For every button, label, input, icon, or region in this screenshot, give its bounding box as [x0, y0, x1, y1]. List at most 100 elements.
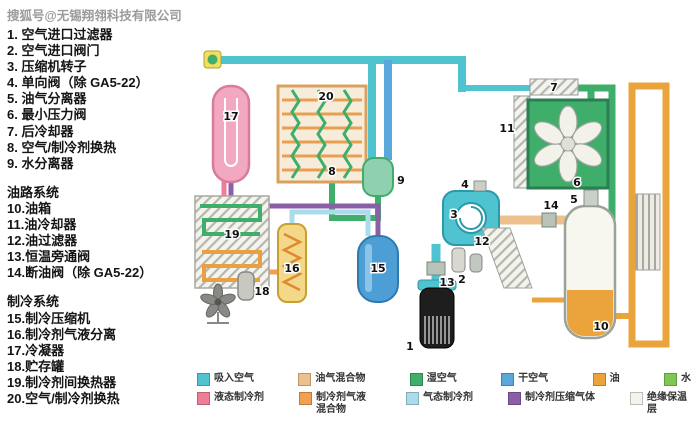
- legend-label: 干空气: [518, 373, 549, 384]
- component-numbers: 1 2 3 4 5 6 7 8 9 10 11 12 13 14 15 16 1…: [222, 80, 611, 355]
- legend-label: 制冷剂压缩气体: [525, 392, 595, 403]
- label-18: 18: [254, 285, 269, 298]
- parts-item-2: 2. 空气进口阀门: [7, 43, 100, 59]
- pipe-suction-air: [204, 56, 466, 92]
- legend-item: 绝缘保温层: [630, 392, 691, 416]
- legend-item: 水: [663, 373, 691, 386]
- parts-item-1: 1. 空气进口过滤器: [7, 27, 113, 42]
- watermark: 搜狐号@无锡翔翎科技有限公司: [7, 9, 182, 23]
- insulated-cooler: [481, 227, 533, 289]
- legend-item: 油气混合物: [298, 373, 365, 386]
- parts-item-12: 12.油过滤器: [7, 233, 78, 249]
- label-9: 9: [397, 174, 405, 187]
- hx-coils: [290, 89, 353, 179]
- parts-item-17: 17.冷凝器: [7, 342, 65, 358]
- water-separator: [362, 157, 394, 197]
- parts-item-13: 13.恒温旁通阀: [7, 249, 91, 265]
- refrigerant-separator: [277, 223, 307, 303]
- check-valve: [473, 180, 487, 192]
- oil-filter: [451, 247, 466, 273]
- label-20: 20: [318, 90, 334, 103]
- label-1: 1: [406, 340, 414, 353]
- label-12: 12: [474, 235, 489, 248]
- legend-swatch-oil-air-mixture: [298, 373, 312, 386]
- legend-swatch-oil: [592, 373, 606, 386]
- legend-row-1: 吸入空气 油气混合物 湿空气 干空气 油 水: [197, 373, 691, 386]
- parts-item-8: 8. 空气/制冷剂换热: [7, 139, 117, 155]
- label-14: 14: [543, 199, 559, 212]
- pipe-refrigerant-compressed: [228, 180, 381, 236]
- legend-swatch-suction-air: [197, 373, 210, 386]
- air-inlet-filter: [417, 279, 457, 349]
- condenser: [211, 84, 251, 184]
- parts-item-7: 7. 后冷却器: [7, 123, 74, 139]
- minimum-pressure-valve: [583, 189, 599, 207]
- legend-label: 制冷剂气液混合物: [316, 392, 366, 415]
- legend-label: 绝缘保温层: [647, 392, 687, 415]
- legend-item: 液态制冷剂: [197, 392, 264, 405]
- legend-item: 油: [592, 373, 620, 386]
- condenser-fan-icon: [200, 283, 236, 324]
- inlet-valve: [426, 261, 446, 276]
- legend: 吸入空气 油气混合物 湿空气 干空气 油 水 液态制冷剂 制冷剂气: [197, 373, 691, 416]
- legend-label: 油: [609, 373, 620, 384]
- legend-item: 吸入空气: [197, 373, 254, 386]
- label-19: 19: [224, 228, 239, 241]
- legend-label: 液态制冷剂: [214, 392, 264, 403]
- parts-item-14: 14.断油阀（除 GA5-22）: [7, 265, 153, 281]
- label-13: 13: [439, 276, 454, 289]
- parts-item-11: 11.油冷却器: [7, 217, 77, 233]
- outlet-valve-icon: [203, 50, 222, 69]
- parts-list: 搜狐号@无锡翔翎科技有限公司 1. 空气进口过滤器 2. 空气进口阀门 3. 压…: [7, 5, 189, 407]
- legend-swatch-dry-air: [501, 373, 515, 386]
- schematic-diagram: 1 2 3 4 5 6 7 8 9 10 11 12 13 14 15 16 1…: [180, 48, 695, 375]
- label-2: 2: [458, 273, 466, 286]
- oil-stop-valve: [541, 212, 557, 228]
- label-5: 5: [570, 193, 578, 206]
- pipe-oil-frame: [628, 82, 670, 348]
- parts-item-5: 5. 油气分离器: [7, 91, 87, 107]
- legend-swatch-wet-air: [409, 373, 423, 386]
- oil-system-title: 油路系统: [7, 184, 60, 200]
- label-15: 15: [370, 262, 385, 275]
- legend-label: 水: [680, 373, 691, 384]
- legend-label: 油气混合物: [315, 373, 366, 384]
- legend-item: 干空气: [501, 373, 548, 386]
- parts-item-10: 10.油箱: [7, 200, 52, 216]
- insulation-layer: [635, 193, 661, 271]
- parts-item-4: 4. 单向阀（除 GA5-22）: [7, 75, 149, 91]
- refrigerant-heat-exchanger: [194, 195, 270, 289]
- parts-item-15: 15.制冷压缩机: [7, 310, 91, 326]
- legend-swatch-compressed-refrigerant: [508, 392, 521, 405]
- legend-swatch-water: [663, 373, 677, 386]
- legend-label: 湿空气: [426, 373, 457, 384]
- label-8: 8: [328, 165, 336, 178]
- legend-item: 制冷剂气液混合物: [299, 392, 371, 416]
- parts-item-6: 6. 最小压力阀: [7, 107, 87, 123]
- legend-label: 气态制冷剂: [423, 392, 473, 403]
- storage-tank: [237, 271, 255, 301]
- legend-swatch-refrigerant-mixture: [299, 392, 312, 405]
- thermostatic-valve: [469, 253, 483, 273]
- parts-item-20: 20.空气/制冷剂换热: [7, 390, 120, 406]
- parts-item-9: 9. 水分离器: [7, 155, 74, 171]
- legend-swatch-gas-refrigerant: [406, 392, 419, 405]
- oil-separator-tank: [563, 189, 617, 340]
- label-10: 10: [593, 320, 609, 333]
- label-7: 7: [550, 81, 558, 94]
- parts-item-16: 16.制冷剂气液分离: [7, 326, 117, 342]
- label-17: 17: [223, 110, 238, 123]
- refrigeration-system-title: 制冷系统: [7, 294, 60, 310]
- label-3: 3: [450, 208, 458, 221]
- parts-item-18: 18.贮存罐: [7, 358, 65, 374]
- legend-swatch-liquid-refrigerant: [197, 392, 210, 405]
- legend-item: 气态制冷剂: [406, 392, 473, 405]
- parts-item-3: 3. 压缩机转子: [7, 59, 87, 75]
- label-4: 4: [461, 178, 469, 191]
- label-16: 16: [284, 262, 300, 275]
- legend-item: 湿空气: [409, 373, 457, 386]
- pipe-refrigerant-gas: [289, 209, 371, 236]
- parts-item-19: 19.制冷剂间换热器: [7, 374, 117, 390]
- legend-row-2: 液态制冷剂 制冷剂气液混合物 气态制冷剂 制冷剂压缩气体 绝缘保温层: [197, 392, 691, 416]
- filter-pleats: [424, 316, 450, 344]
